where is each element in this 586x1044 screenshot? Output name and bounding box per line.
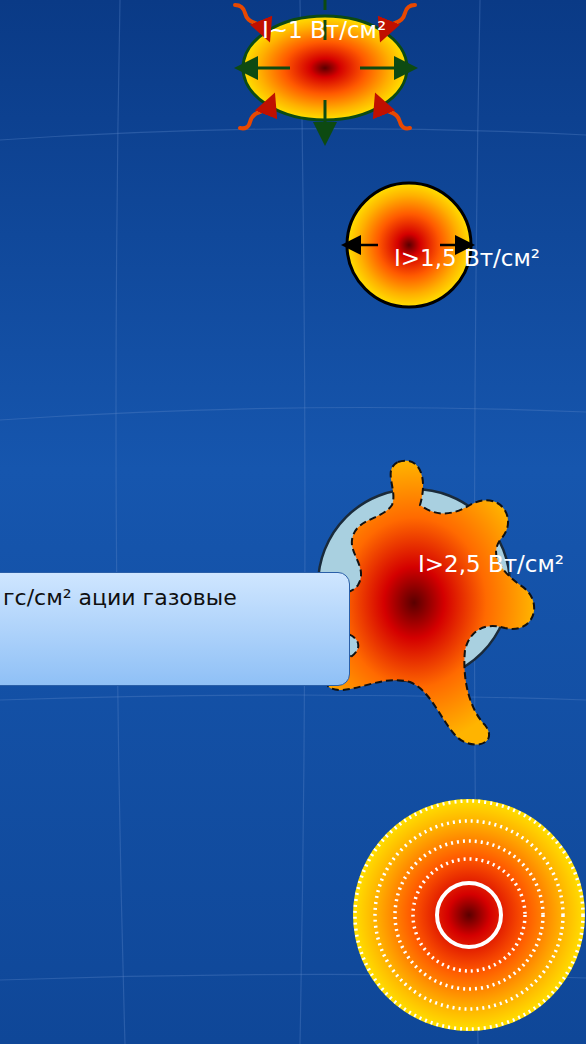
- note-text: гс/см² ации газовые: [0, 573, 323, 623]
- note-box: гс/см² ации газовые: [0, 572, 350, 686]
- intensity-label: I~1 Вт/см²: [262, 18, 386, 43]
- intensity-label: I>1,5 Вт/см²: [394, 246, 540, 271]
- intensity-label: I>2,5 Вт/см²: [418, 552, 564, 577]
